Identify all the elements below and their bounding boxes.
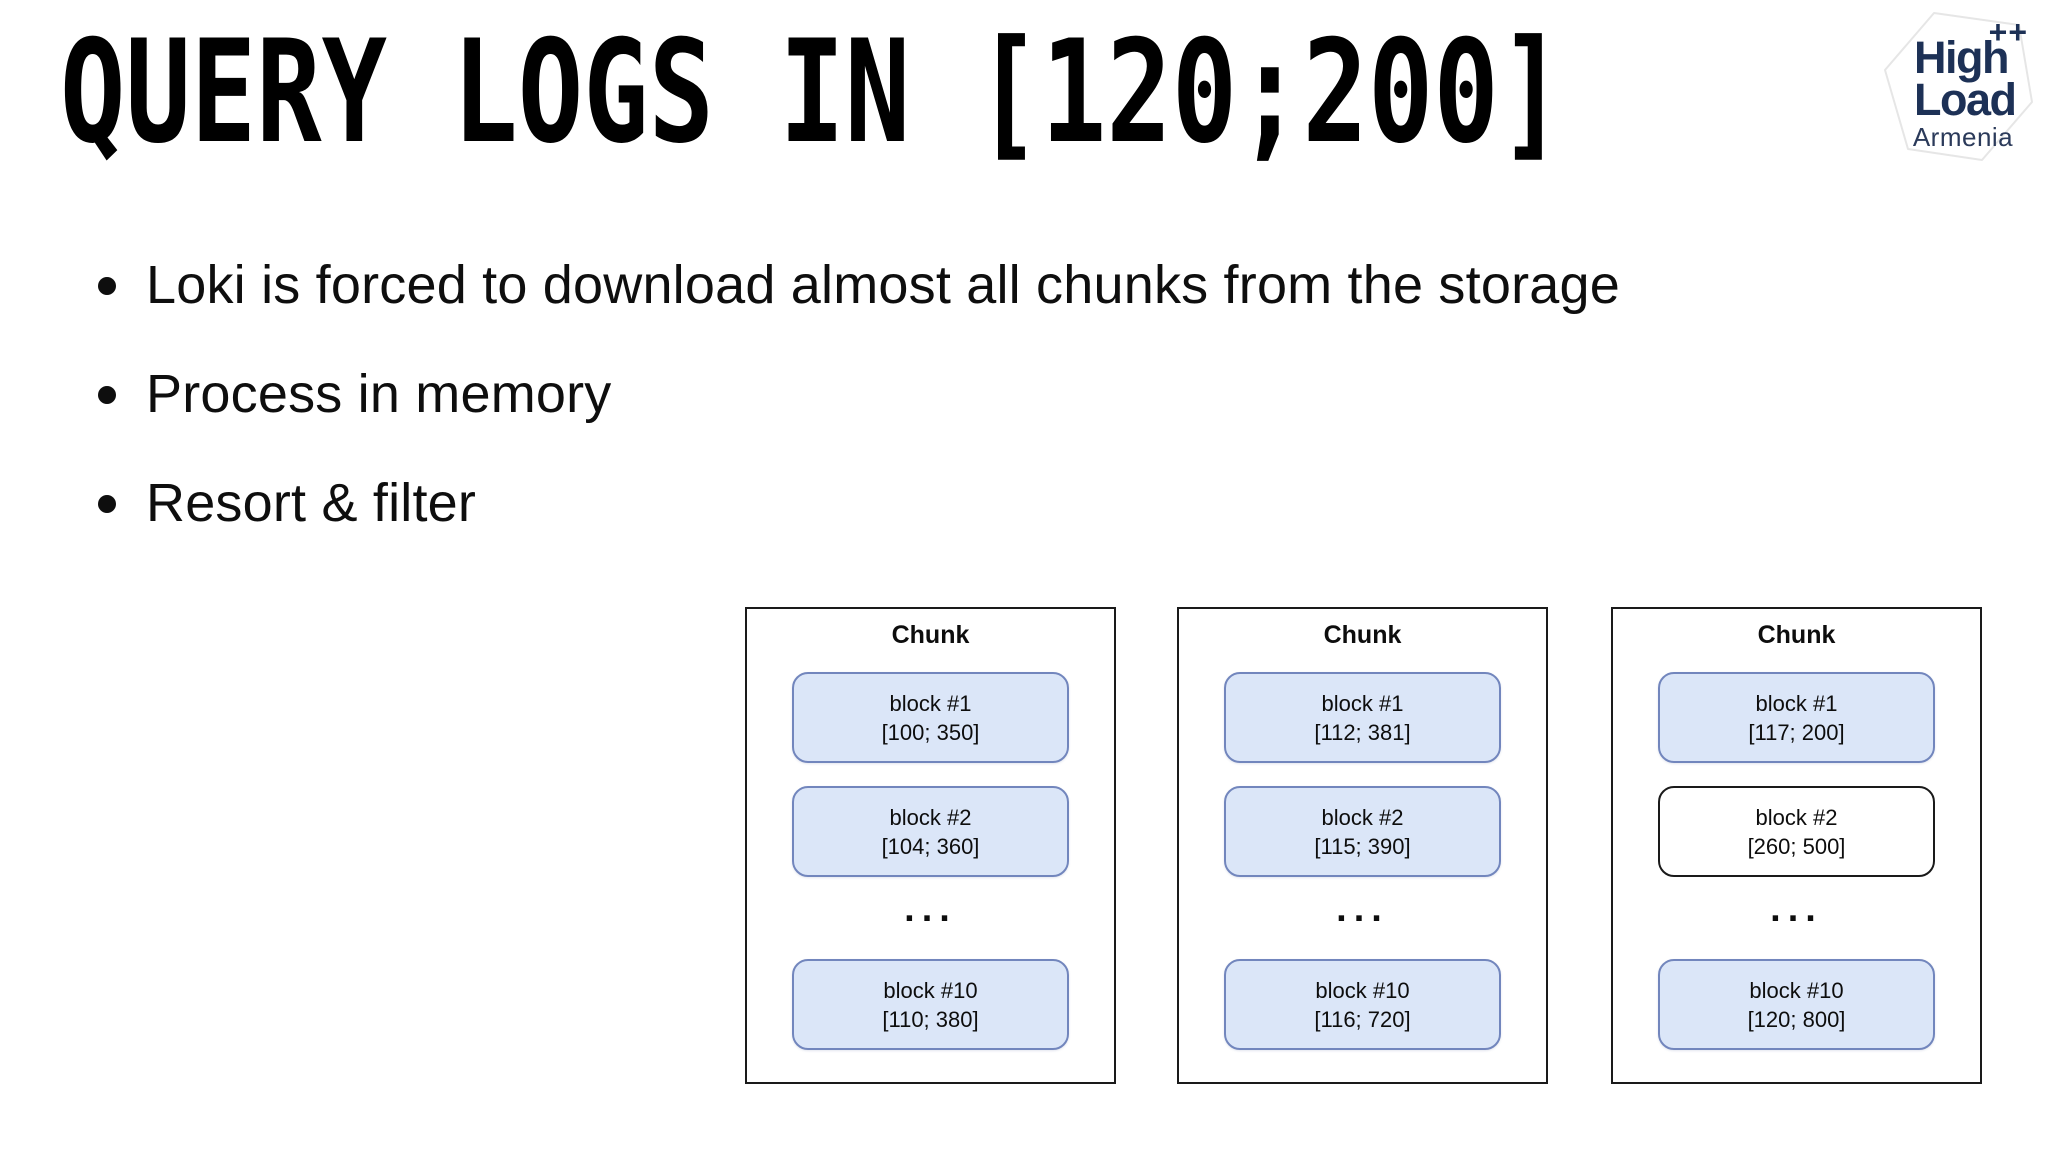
block-name: block #10 — [1749, 977, 1844, 1003]
bullet-text: Process in memory — [146, 364, 612, 424]
list-item: Loki is forced to download almost all ch… — [98, 252, 1620, 319]
ellipsis: ... — [904, 887, 957, 930]
chunk-title: Chunk — [1323, 621, 1402, 649]
block-name: block #10 — [1315, 977, 1410, 1003]
chunk-title: Chunk — [1757, 621, 1836, 649]
block-name: block #1 — [1755, 690, 1838, 716]
logo-text-load: Load — [1914, 74, 2017, 125]
bullet-text: Resort & filter — [146, 473, 477, 533]
logo-plus-plus: ++ — [1988, 14, 2028, 50]
bullet-text: Loki is forced to download almost all ch… — [146, 255, 1620, 315]
block-1: block #1 [100; 350] — [792, 672, 1069, 763]
chunk-box-2: Chunk block #1 [112; 381] block #2 [115;… — [1177, 607, 1548, 1084]
block-10: block #10 [110; 380] — [792, 959, 1069, 1050]
block-2-excluded: block #2 [260; 500] — [1658, 786, 1935, 877]
chunk-box-1: Chunk block #1 [100; 350] block #2 [104;… — [745, 607, 1116, 1084]
block-range: [100; 350] — [881, 719, 980, 745]
logo-text-armenia: Armenia — [1912, 122, 2014, 152]
logo-hexagon-badge — [1884, 12, 2033, 161]
block-2: block #2 [115; 390] — [1224, 786, 1501, 877]
block-10: block #10 [116; 720] — [1224, 959, 1501, 1050]
block-2: block #2 [104; 360] — [792, 786, 1069, 877]
block-10: block #10 [120; 800] — [1658, 959, 1935, 1050]
block-1: block #1 [112; 381] — [1224, 672, 1501, 763]
block-name: block #1 — [889, 690, 972, 716]
list-item: Resort & filter — [98, 470, 1620, 537]
bullet-dot-icon — [98, 276, 116, 295]
block-name: block #2 — [889, 804, 972, 830]
logo-text-high: High — [1914, 32, 2009, 83]
block-range: [115; 390] — [1314, 833, 1411, 859]
ellipsis: ... — [1336, 887, 1389, 930]
block-range: [120; 800] — [1747, 1006, 1846, 1032]
block-name: block #2 — [1321, 804, 1404, 830]
highload-armenia-logo: ++ High Load Armenia — [1878, 6, 2042, 170]
chunk-title: Chunk — [891, 621, 970, 649]
ellipsis: ... — [1770, 887, 1823, 930]
bullet-dot-icon — [98, 385, 116, 404]
block-1: block #1 [117; 200] — [1658, 672, 1935, 763]
block-name: block #10 — [883, 977, 978, 1003]
chunk-box-3: Chunk block #1 [117; 200] block #2 [260;… — [1611, 607, 1982, 1084]
page-title: QUERY LOGS IN [120;200] — [60, 10, 1565, 175]
block-range: [116; 720] — [1314, 1006, 1411, 1032]
block-name: block #1 — [1321, 690, 1404, 716]
block-range: [112; 381] — [1314, 719, 1411, 745]
block-range: [117; 200] — [1748, 719, 1845, 745]
bullet-dot-icon — [98, 494, 116, 513]
block-range: [104; 360] — [881, 833, 980, 859]
block-range: [110; 380] — [882, 1006, 979, 1032]
block-name: block #2 — [1755, 804, 1838, 830]
bullet-list: Loki is forced to download almost all ch… — [98, 252, 1620, 579]
list-item: Process in memory — [98, 361, 1620, 428]
block-range: [260; 500] — [1747, 833, 1846, 859]
